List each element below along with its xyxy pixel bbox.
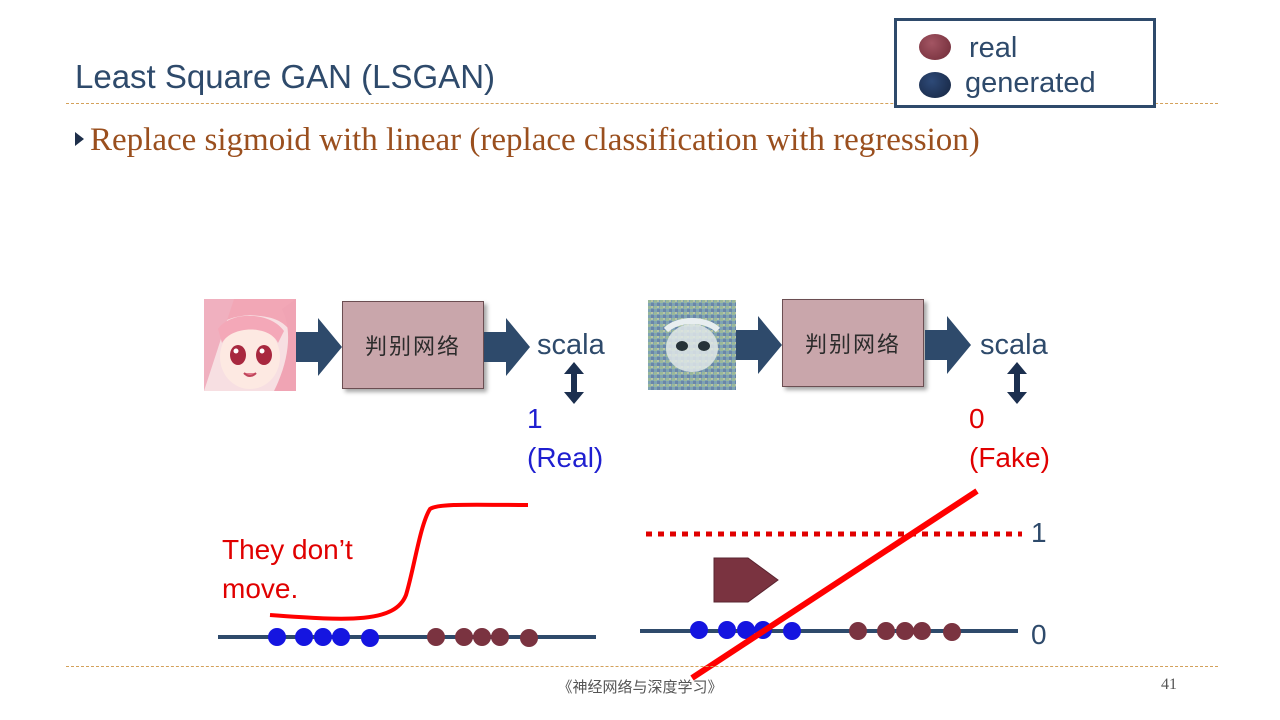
generated-point: [314, 628, 332, 646]
legend-generated-dot: [919, 72, 951, 98]
target-label-real: (Real): [527, 442, 604, 473]
linear-fit-line: [690, 488, 979, 681]
sigmoid-curve: [269, 502, 529, 621]
input-arrow-icon-right: [736, 316, 782, 374]
title-divider: [66, 103, 1218, 104]
anime-face-image: [204, 299, 296, 391]
annotation-line-1: They don’t: [222, 534, 353, 565]
real-point: [491, 628, 509, 646]
real-point: [473, 628, 491, 646]
target-value-fake: 0: [969, 403, 985, 434]
footer-divider: [66, 666, 1218, 667]
real-point: [520, 629, 538, 647]
annotation-line-2: move.: [222, 573, 299, 604]
scala-label-right: scala: [980, 329, 1048, 361]
generated-point: [295, 628, 313, 646]
real-point: [943, 623, 961, 641]
move-right-arrow-icon: [713, 557, 779, 603]
generated-point: [737, 621, 755, 639]
generated-point: [690, 621, 708, 639]
real-point: [896, 622, 914, 640]
legend: real generated: [894, 18, 1156, 108]
output-arrow-icon: [484, 318, 530, 376]
real-point: [849, 622, 867, 640]
bullet-text: Replace sigmoid with linear (replace cla…: [90, 122, 980, 158]
noisy-generated-image: [648, 300, 736, 390]
linear-plot: [640, 488, 1022, 681]
plot-label-zero: 0: [1031, 619, 1047, 650]
target-label-fake: (Fake): [969, 442, 1050, 473]
input-arrow-icon: [296, 318, 342, 376]
footer-book-title: 《神经网络与深度学习》: [557, 678, 723, 696]
generated-point: [783, 622, 801, 640]
real-point: [913, 622, 931, 640]
sigmoid-plot: [218, 502, 596, 647]
discriminator-box-left: 判别网络: [342, 301, 484, 389]
real-point: [877, 622, 895, 640]
target-value-real: 1: [527, 403, 543, 434]
generated-point: [332, 628, 350, 646]
generated-point: [718, 621, 736, 639]
real-point: [427, 628, 445, 646]
plot-label-one: 1: [1031, 517, 1047, 548]
generated-point: [268, 628, 286, 646]
bullet-arrow-icon: [75, 132, 84, 146]
legend-generated-label: generated: [965, 67, 1096, 99]
legend-real-label: real: [969, 32, 1018, 64]
scala-label-left: scala: [537, 329, 605, 361]
page-number: 41: [1161, 676, 1177, 693]
legend-real-dot: [919, 34, 951, 60]
output-arrow-icon-right: [925, 316, 971, 374]
slide-title: Least Square GAN (LSGAN): [75, 58, 496, 95]
bullet-point: Replace sigmoid with linear (replace cla…: [75, 122, 980, 159]
double-arrow-icon-right: [1007, 362, 1027, 404]
real-point: [455, 628, 473, 646]
double-arrow-icon: [564, 362, 584, 404]
generated-point: [361, 629, 379, 647]
discriminator-box-right: 判别网络: [782, 299, 924, 387]
